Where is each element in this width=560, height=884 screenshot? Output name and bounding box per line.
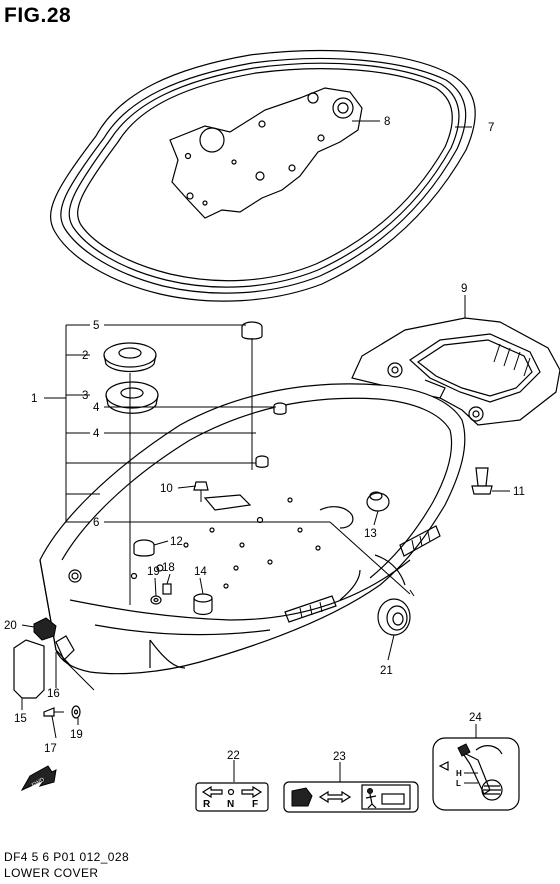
callout-8: 8 [384,116,390,128]
clip-part-20 [33,617,57,641]
washer-part-19-upper [150,595,162,605]
figure-title: FIG.28 [4,4,72,27]
callout-7: 7 [488,122,494,134]
vent-right [399,525,441,557]
callout-5: 5 [93,320,99,332]
cover-part-15 [13,639,45,699]
callout-1: 1 [31,393,37,405]
decal-oil-level-part-24: H L [432,737,520,811]
fwd-arrow: FWD [20,765,57,792]
callout-21: 21 [380,665,393,677]
callout-16: 16 [47,688,60,700]
callout-9: 9 [461,283,467,295]
callout-6: 6 [93,517,99,529]
washer-part-19-lower [71,705,81,719]
knob-part-13 [366,491,390,512]
callout-19-upper: 19 [147,566,160,578]
callout-17: 17 [44,743,57,755]
vent-front [284,595,337,623]
plug-part-4-lower [255,455,269,468]
grommet-part-21 [377,598,411,636]
callout-numbers: 1 2 3 4 4 5 6 7 8 9 10 11 12 13 14 15 16… [4,116,525,763]
callout-15: 15 [14,713,27,725]
decal-shift-part-22: R N F [195,782,269,812]
handle-part-9 [351,317,560,426]
callout-4-lower: 4 [93,428,100,440]
callout-20: 20 [4,620,17,632]
bolt-part-11 [471,467,493,495]
bolt-part-10 [193,481,209,502]
diagram-code: DF4 5 6 P01 012_028 [4,850,130,864]
plug-part-4-upper [273,402,287,415]
leader-lines [21,120,510,782]
callout-22: 22 [227,750,240,762]
callout-3: 3 [82,390,88,402]
decal-oil-l: L [456,779,461,788]
callout-4-upper: 4 [93,402,100,414]
callout-11: 11 [513,486,525,498]
screw-part-17 [43,707,64,717]
callout-23: 23 [333,751,346,763]
callout-24: 24 [469,712,482,724]
grommet-part-12 [133,539,155,557]
gasket-plate-part-8 [169,87,363,219]
callout-10: 10 [160,483,173,495]
decal-tilt-part-23 [283,781,419,813]
lower-cover-body-part-1 [39,383,466,675]
grommet-part-3 [105,381,159,414]
cylinder-part-14 [193,593,213,616]
decal-oil-h: H [456,769,462,778]
diagram-name: LOWER COVER [4,866,99,880]
nut-part-18 [162,583,172,595]
bracket-part-16 [55,635,75,662]
decal-gear-n: N [227,799,234,810]
decal-gear-f: F [252,799,258,810]
grommet-part-2 [103,342,157,373]
decal-gear-r: R [203,799,211,810]
callout-14: 14 [194,566,207,578]
callout-12: 12 [170,536,183,548]
callout-2: 2 [82,350,88,362]
callout-18: 18 [162,562,175,574]
callout-19-lower: 19 [70,729,83,741]
callout-13: 13 [364,528,377,540]
